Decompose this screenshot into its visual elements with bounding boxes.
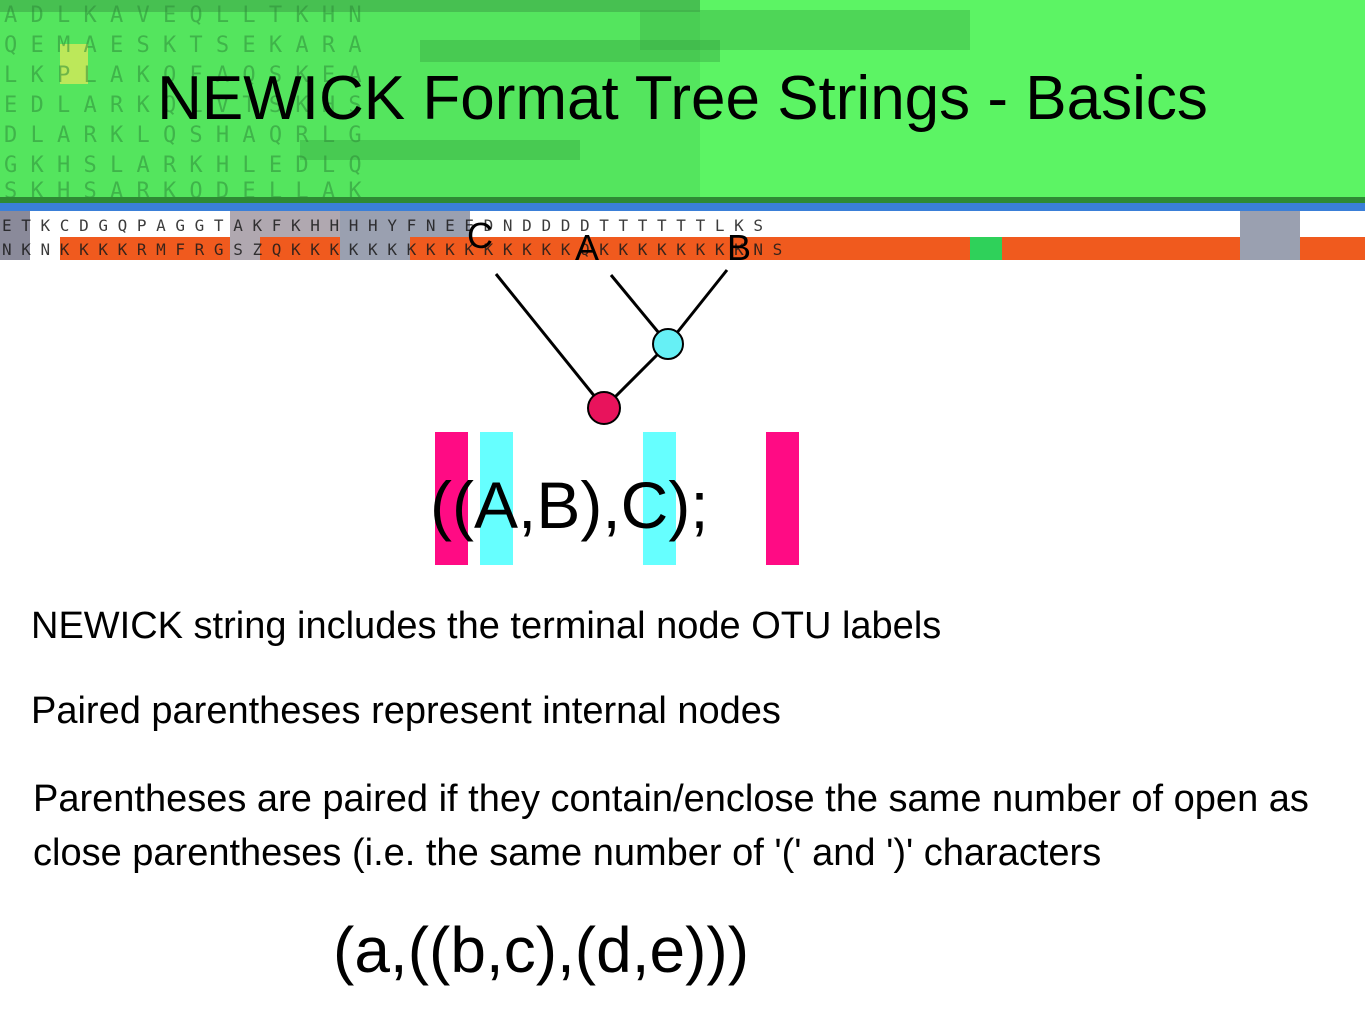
svg-text:S K H S A R K Q D E L L A K: S K H S A R K Q D E L L A K — [4, 179, 362, 200]
leaf-label-b: B — [727, 227, 751, 268]
inner-pair-bar-close — [643, 432, 676, 565]
outer-pair-bar-close — [766, 432, 799, 565]
bullet-paired-parentheses: Parentheses are paired if they contain/e… — [33, 778, 1309, 874]
slide-title: NEWICK Format Tree Strings - Basics — [157, 64, 1208, 133]
svg-text:L K P L A K Q F A Q S K E A: L K P L A K Q F A Q S K E A — [4, 63, 362, 88]
svg-text:G K H S L A R K H L E D L Q: G K H S L A R K H L E D L Q — [4, 153, 362, 178]
sequence-alignment-strip: E T K C D G Q P A G G T A K F K H H H H … — [0, 203, 1365, 260]
internal-node — [652, 328, 684, 360]
inner-pair-bar-open — [480, 432, 513, 565]
branch-root-to-c — [494, 273, 606, 409]
svg-text:D L A R K L Q S H A Q R L G: D L A R K L Q S H A Q R L G — [4, 123, 362, 148]
svg-text:E D L A R K Q L V T S K H S: E D L A R K Q L V T S K H S — [4, 93, 362, 118]
alignment-texture-background: A D L K A V E Q L L T K H N Q E M A E S … — [0, 0, 1365, 200]
bullet-internal-nodes: Paired parentheses represent internal no… — [31, 690, 781, 732]
leaf-label-a: A — [575, 227, 599, 268]
svg-text:N K N K K K K R M F R G S Z Q: N K N K K K K R M F R G S Z Q K K K K K … — [2, 240, 782, 259]
newick-string-main: ((A,B),C); — [430, 468, 709, 542]
newick-string-example: (a,((b,c),(d,e))) — [333, 914, 749, 986]
root-node — [587, 391, 621, 425]
bullet-terminal-labels: NEWICK string includes the terminal node… — [31, 605, 942, 647]
slide-header: A D L K A V E Q L L T K H N Q E M A E S … — [0, 0, 1365, 200]
leaf-label-c: C — [467, 215, 493, 256]
svg-text:E T K C D G Q P A G G T A K F: E T K C D G Q P A G G T A K F K H H H H … — [2, 216, 763, 235]
svg-text:A D L K A V E Q L L T K H N: A D L K A V E Q L L T K H N — [4, 3, 362, 28]
outer-pair-bar-open — [435, 432, 468, 565]
header-divider — [0, 197, 1365, 203]
svg-text:Q E M A E S K T S E K A R A: Q E M A E S K T S E K A R A — [4, 33, 362, 58]
